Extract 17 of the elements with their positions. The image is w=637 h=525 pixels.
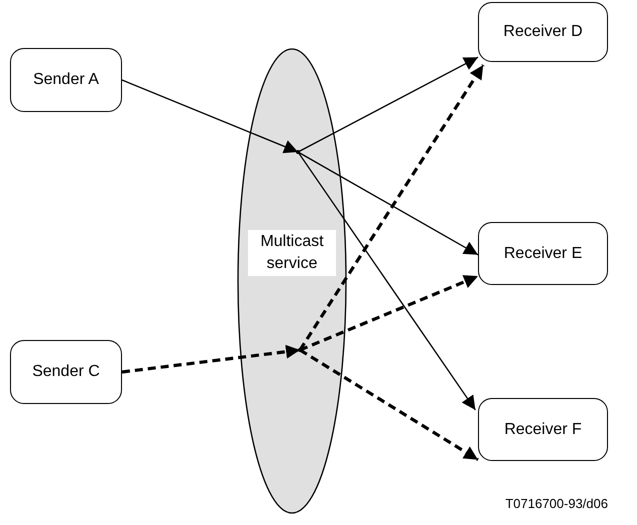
endpoint-box: Receiver F xyxy=(478,398,608,461)
arrow xyxy=(122,79,298,154)
arrow xyxy=(297,152,476,410)
junction-point xyxy=(298,348,302,352)
endpoint-box: Receiver E xyxy=(478,222,608,285)
endpoint-box: Sender A xyxy=(10,48,122,112)
arrow xyxy=(298,64,485,351)
arrow xyxy=(122,344,300,374)
arrow xyxy=(299,348,479,462)
endpoint-box: Sender C xyxy=(10,340,122,404)
junction-point xyxy=(296,150,300,154)
figure-code: T0716700-93/d06 xyxy=(505,496,608,511)
service-label: Multicast service xyxy=(248,230,336,276)
endpoint-box: Receiver D xyxy=(478,2,608,62)
arrow xyxy=(298,151,478,256)
arrow xyxy=(298,56,478,153)
arrow xyxy=(299,274,479,352)
